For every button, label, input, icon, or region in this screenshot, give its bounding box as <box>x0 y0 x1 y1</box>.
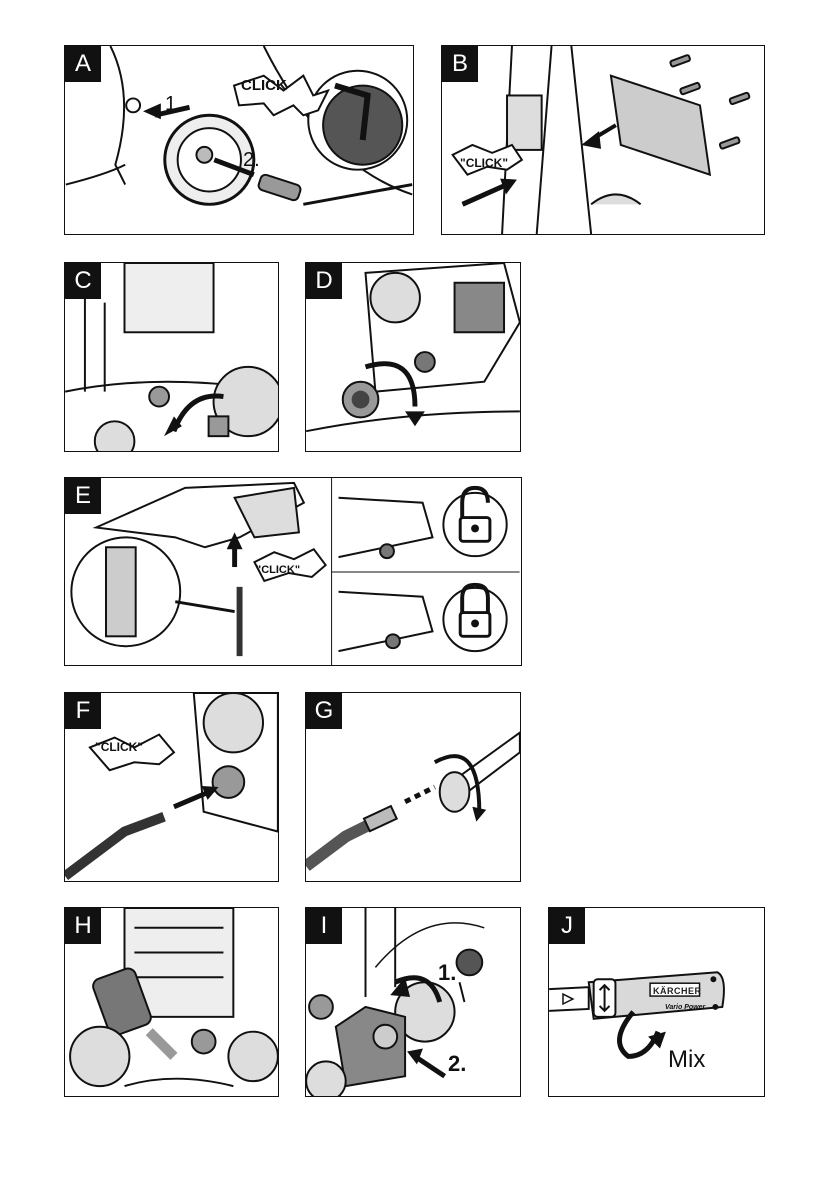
panel-d: D <box>305 262 521 452</box>
panel-f: F "CLICK" <box>64 692 279 882</box>
panel-label: H <box>65 908 101 944</box>
brand-label: KÄRCHER <box>653 986 702 996</box>
detergent-tank-illustration <box>306 908 485 1096</box>
panel-a: A CLICK 1. 2. <box>64 45 414 235</box>
vario-power-nozzle-illustration <box>549 971 725 1059</box>
mix-label: Mix <box>668 1046 706 1073</box>
click-callout: CLICK <box>241 77 287 94</box>
hose-holder-illustration <box>451 46 751 234</box>
panel-label: G <box>306 693 342 729</box>
panel-h: H <box>64 907 279 1097</box>
panel-g: G <box>305 692 521 882</box>
panel-label: A <box>65 46 101 82</box>
detergent-bottle-illustration <box>69 908 278 1088</box>
panel-label: E <box>65 478 101 514</box>
water-connector-illustration <box>65 263 278 451</box>
click-callout: "CLICK" <box>95 740 144 754</box>
step-1-label: 1. <box>165 93 182 115</box>
panel-label: C <box>65 263 101 299</box>
wheel-mounting-illustration <box>65 46 413 206</box>
step-2-label: 2. <box>243 149 260 171</box>
panel-b: B "CLICK" <box>441 45 765 235</box>
panel-j: J KÄRCHER Vario Power Mix <box>548 907 765 1097</box>
panel-label: D <box>306 263 342 299</box>
step-1-label: 1. <box>438 960 457 985</box>
click-callout: "CLICK" <box>460 156 509 170</box>
spray-lance-illustration <box>306 731 520 871</box>
panel-c: C <box>64 262 279 452</box>
hose-connection-illustration <box>65 693 278 881</box>
panel-i: I 1. 2. <box>305 907 521 1097</box>
click-callout: "CLICK" <box>256 564 301 576</box>
panel-label: J <box>549 908 585 944</box>
panel-label: B <box>442 46 478 82</box>
spray-gun-illustration <box>70 478 520 665</box>
step-2-label: 2. <box>448 1051 467 1076</box>
panel-label: I <box>306 908 342 944</box>
model-label: Vario Power <box>665 1004 706 1011</box>
panel-label: F <box>65 693 101 729</box>
panel-e: E "CLICK" <box>64 477 522 666</box>
high-pressure-coupling-illustration <box>306 263 520 433</box>
